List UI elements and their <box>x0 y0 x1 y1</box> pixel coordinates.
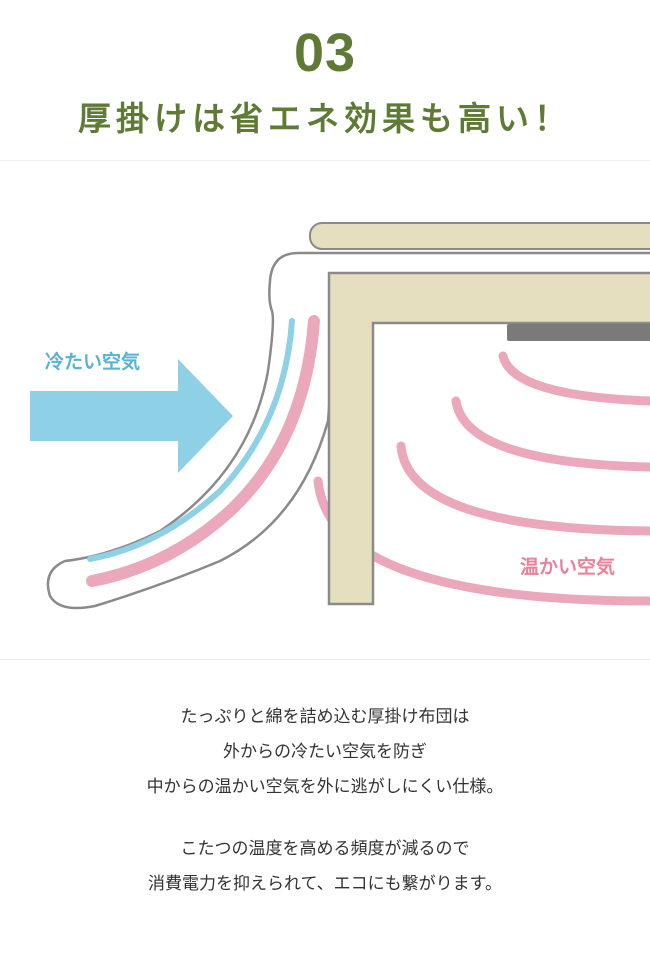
description-paragraph-2: こたつの温度を高める頻度が減るので 消費電力を抑えられて、エコにも繋がります。 <box>0 832 650 902</box>
description-line: 外からの冷たい空気を防ぎ <box>223 742 427 762</box>
cold-air-arrow <box>30 359 233 473</box>
kotatsu-diagram: 冷たい空気 温かい空気 <box>0 160 650 660</box>
warm-arc <box>396 441 650 536</box>
description-line: こたつの温度を高める頻度が減るので <box>180 839 470 859</box>
table-top-board <box>309 222 650 250</box>
section-title: 厚掛けは省エネ効果も高い！ <box>78 99 572 138</box>
description-line: 消費電力を抑えられて、エコにも繋がります。 <box>148 874 502 894</box>
section-number: 03 <box>293 23 357 83</box>
description-paragraph-1: たっぷりと綿を詰め込む厚掛け布団は 外からの冷たい空気を防ぎ 中からの温かい空気… <box>0 700 650 805</box>
heater-unit <box>507 324 650 341</box>
cold-air-label: 冷たい空気 <box>45 351 141 373</box>
description-line: 中からの温かい空気を外に逃がしにくい仕様。 <box>146 777 504 797</box>
table-frame <box>327 271 650 606</box>
warm-arc <box>451 396 650 472</box>
warm-air-label: 温かい空気 <box>520 556 616 578</box>
warm-arc <box>498 351 650 406</box>
futon-cold-layer <box>87 318 295 562</box>
description-line: たっぷりと綿を詰め込む厚掛け布団は <box>180 707 470 727</box>
warm-arc <box>313 476 650 606</box>
futon-warm-layer <box>86 315 320 587</box>
warm-air-arcs <box>313 351 650 606</box>
